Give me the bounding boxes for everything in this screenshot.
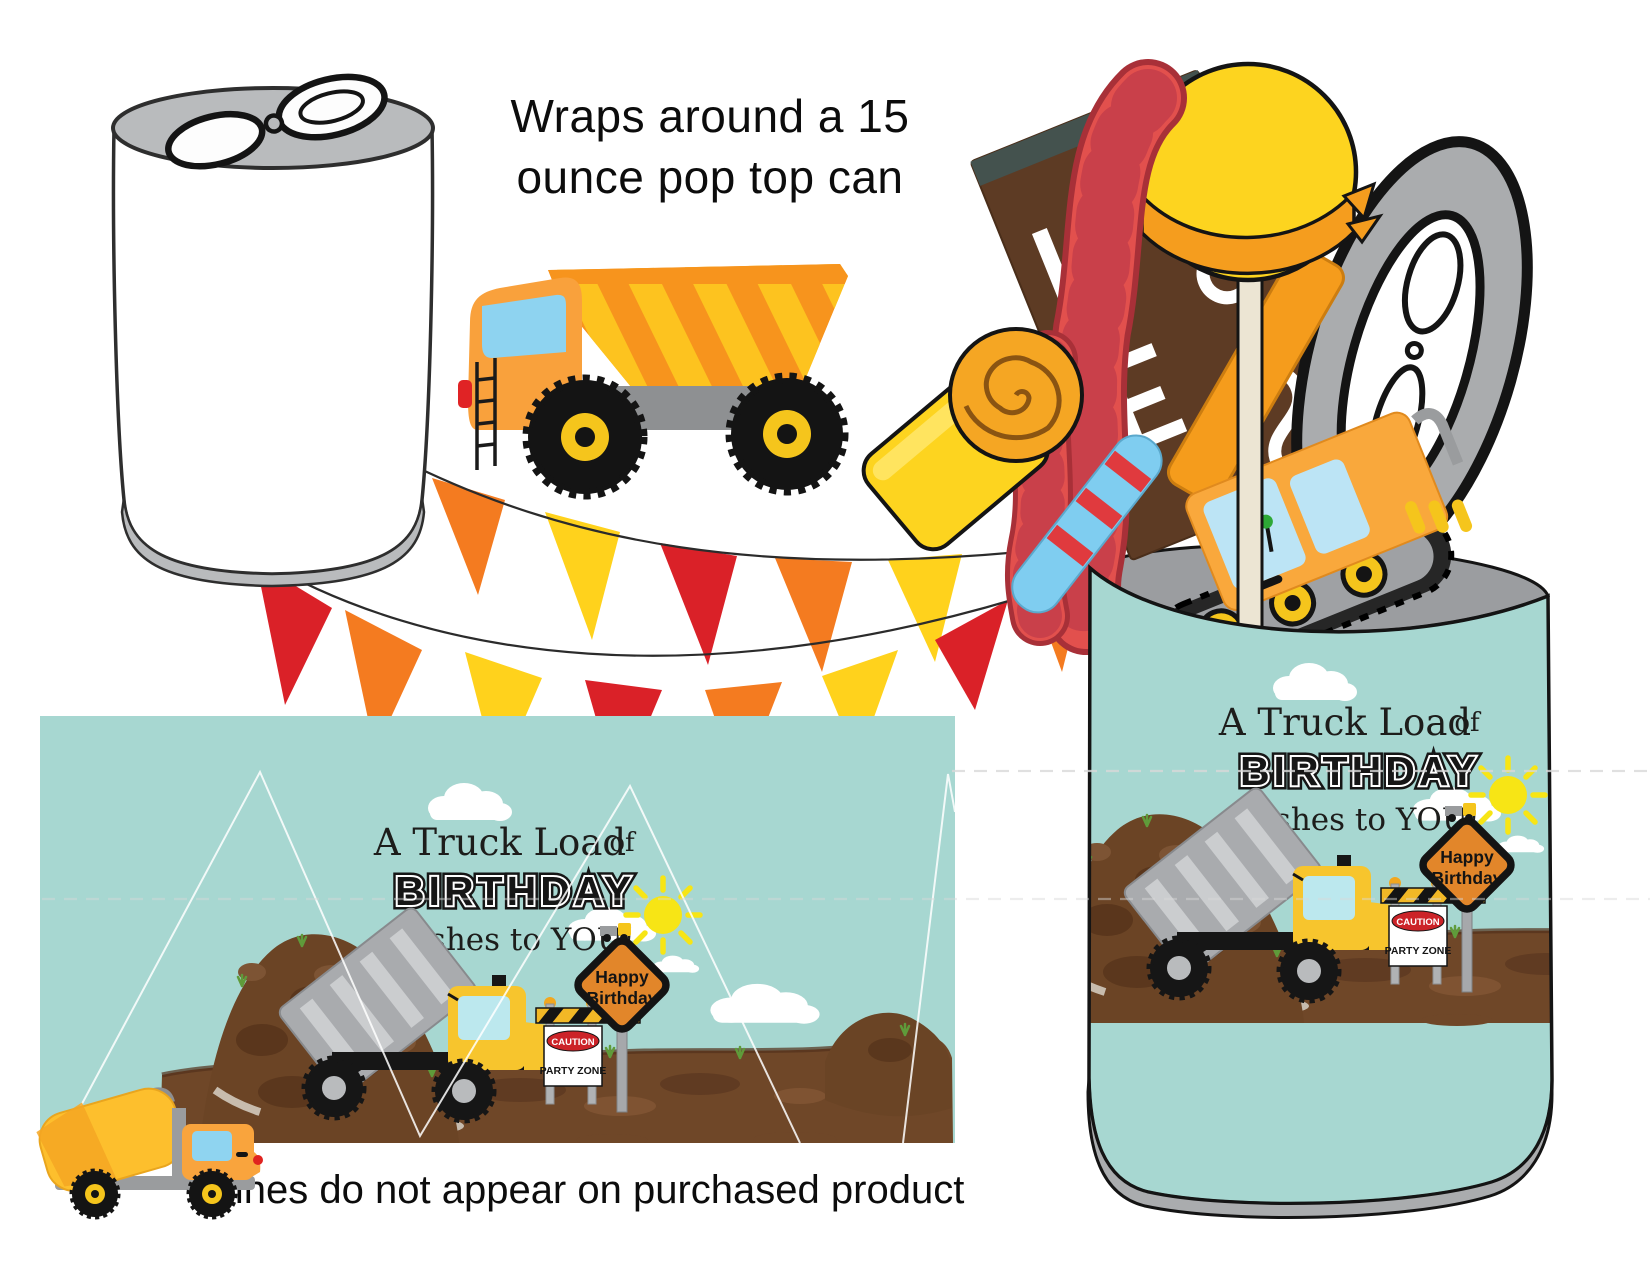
headline-line1: Wraps around a 15 bbox=[510, 90, 910, 142]
mixer-wheel-icon bbox=[186, 1168, 238, 1220]
wafer-roll bbox=[861, 327, 1084, 552]
lollipop bbox=[1137, 61, 1384, 662]
candy-stick bbox=[1011, 434, 1163, 614]
fold-guide-lines bbox=[61, 769, 955, 1143]
pull-tab-icon bbox=[165, 73, 388, 170]
can-bottom-rim bbox=[1086, 1077, 1554, 1219]
dump-truck-illustration bbox=[458, 264, 849, 500]
ladder-icon bbox=[475, 358, 497, 470]
flat-wrap-label bbox=[40, 716, 955, 1143]
footer-note: lines do not appear on purchased product bbox=[226, 1168, 965, 1212]
cut-guide-lines bbox=[42, 769, 1650, 901]
truck-wheel-icon bbox=[522, 374, 648, 500]
cement-mixer-illustration bbox=[36, 1087, 263, 1220]
pennant-banner-upper bbox=[397, 457, 1086, 672]
headline-line2: ounce pop top can bbox=[516, 150, 904, 203]
gift-can-illustration bbox=[861, 59, 1554, 1219]
blank-can-illustration bbox=[111, 73, 435, 588]
truck-wheel-icon bbox=[725, 372, 849, 496]
headline: Wraps around a 15 ounce pop top can bbox=[430, 86, 990, 207]
mixer-wheel-icon bbox=[69, 1168, 121, 1220]
